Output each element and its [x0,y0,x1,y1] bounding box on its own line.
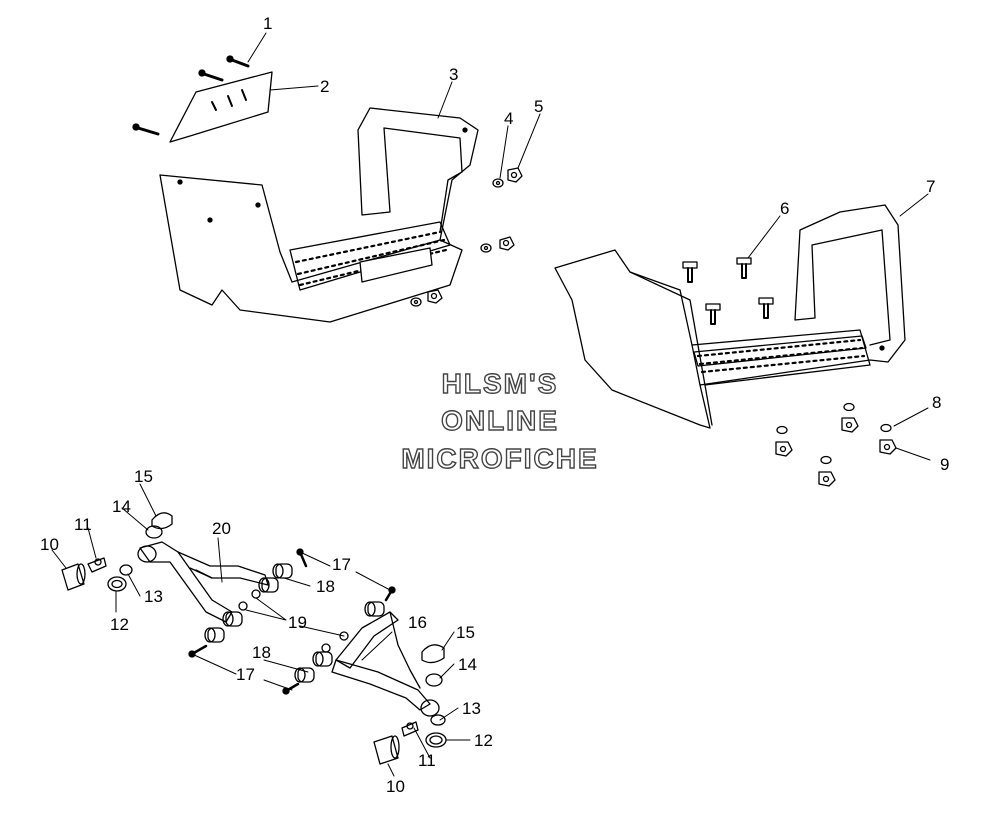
part-2-guard-plate [169,71,273,143]
part-4-washers [410,178,504,307]
part-5-nuts [427,167,523,304]
callout-10-right: 10 [386,777,405,796]
callout-8: 8 [932,393,941,412]
part-19-nuts [238,589,349,653]
callout-14-right: 14 [458,655,477,674]
callout-11-right: 11 [418,751,436,770]
callout-7: 7 [926,177,935,196]
callout-13-left: 13 [144,587,163,606]
part-9-nuts [775,417,897,487]
part-16-rear-bracket [331,611,440,717]
callout-labels: 1 2 3 4 5 6 7 8 9 10 11 12 13 14 15 16 1… [40,14,949,796]
callout-12-left: 12 [110,615,129,634]
part-7-right-footwell [554,204,906,429]
part-17-bolts [188,548,396,695]
callout-18-upper: 18 [316,577,335,596]
callout-15-left: 15 [134,467,153,486]
callout-4: 4 [504,109,513,128]
left-pivot-hardware [61,512,173,592]
callout-3: 3 [449,65,458,84]
callout-20: 20 [212,519,231,538]
callout-10-left: 10 [40,535,59,554]
callout-13-right: 13 [462,699,481,718]
part-8-washers [776,402,892,465]
watermark-line-2: ONLINE [440,404,559,436]
callout-17-upper: 17 [332,555,351,574]
callout-18-lower: 18 [252,643,271,662]
part-20-front-bracket [137,541,269,623]
callout-2: 2 [320,77,329,96]
callout-11-left: 11 [74,515,92,534]
callout-9: 9 [940,455,949,474]
callout-17-lower: 17 [236,665,255,684]
right-pivot-hardware [373,644,447,765]
watermark-line-1: HLSM'S [441,367,559,399]
part-3-left-footwell [159,107,479,323]
callout-15-right: 15 [456,623,475,642]
part-6-bolts [682,257,774,325]
callout-14-left: 14 [112,497,131,516]
leader-lines [51,32,931,777]
part-1-screws [132,55,250,136]
callout-19: 19 [288,613,307,632]
callout-1: 1 [263,14,272,33]
callout-12-right: 12 [474,731,493,750]
callout-6: 6 [780,199,789,218]
callout-5: 5 [534,97,543,116]
watermark-line-3: MICROFICHE [401,442,599,474]
part-18-bushings [204,563,385,683]
callout-16: 16 [408,613,427,632]
